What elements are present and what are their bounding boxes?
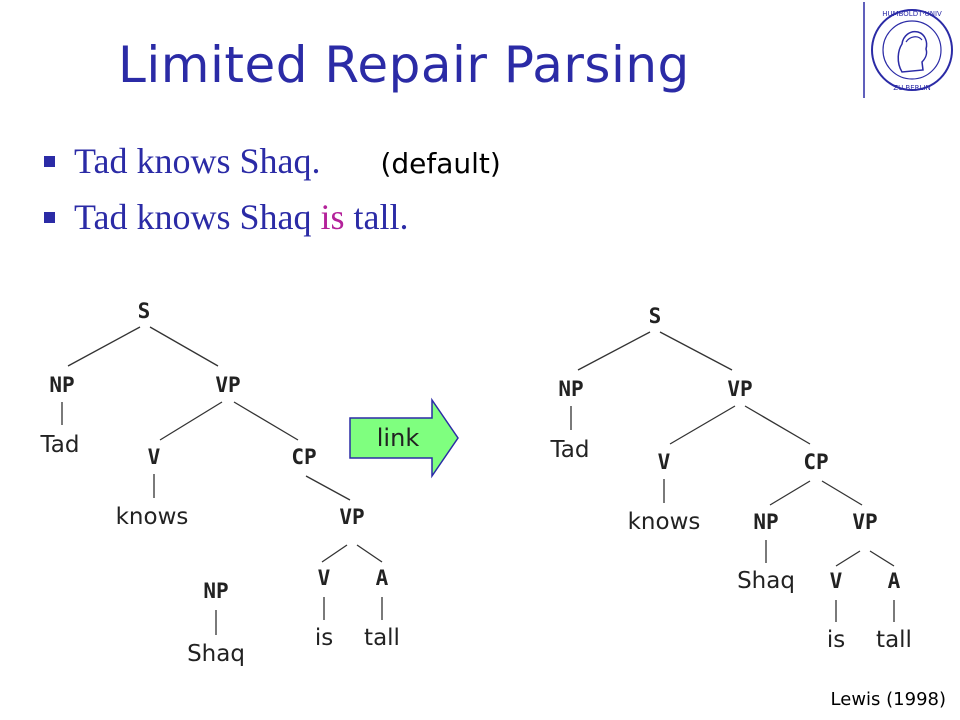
left-word-shaq: Shaq: [187, 641, 245, 667]
right-edge: [769, 480, 811, 506]
svg-text:ZU BERLIN: ZU BERLIN: [893, 84, 930, 92]
left-node-a: A: [376, 566, 389, 590]
left-parse-tree: S NP VP Tad V CP knows VP V A is tall NP…: [40, 299, 400, 667]
right-node-v: V: [658, 450, 671, 474]
right-node-vp2: VP: [852, 510, 877, 534]
left-node-np: NP: [49, 373, 74, 397]
right-word-knows: knows: [628, 509, 701, 535]
left-node-np-detached: NP: [203, 579, 228, 603]
left-node-vp: VP: [215, 373, 240, 397]
slide-title: Limited Repair Parsing: [118, 36, 690, 94]
left-edge: [321, 544, 348, 563]
right-node-a: A: [888, 569, 901, 593]
left-edge: [67, 326, 141, 367]
left-edge: [149, 326, 219, 367]
left-edge: [159, 401, 223, 441]
right-edge: [744, 405, 811, 445]
bullet-text: Tad knows Shaq is tall.: [74, 197, 409, 237]
bullet-note: (default): [380, 147, 501, 180]
left-word-is: is: [315, 625, 333, 651]
square-bullet-icon: [44, 212, 55, 223]
arrow-label: link: [377, 424, 420, 452]
left-node-cp: CP: [291, 445, 316, 469]
right-edge: [659, 331, 733, 371]
right-word-is: is: [827, 627, 845, 653]
left-node-vp2: VP: [339, 505, 364, 529]
arrow-right-icon: [349, 397, 459, 479]
right-node-v2: V: [830, 569, 843, 593]
link-arrow: link: [349, 397, 459, 479]
right-node-np2: NP: [753, 510, 778, 534]
right-parse-tree: S NP VP Tad V CP knows NP VP Shaq V A is…: [550, 304, 912, 653]
right-node-vp: VP: [727, 377, 752, 401]
left-word-tall: tall: [364, 625, 400, 651]
left-node-s: S: [138, 299, 151, 323]
right-edge: [669, 405, 736, 445]
university-seal-icon: HUMBOLDT·UNIV ZU BERLIN: [862, 2, 958, 98]
right-edge: [577, 331, 651, 371]
right-node-cp: CP: [803, 450, 828, 474]
left-edge: [356, 544, 383, 563]
square-bullet-icon: [44, 156, 55, 167]
left-edge: [233, 401, 299, 441]
right-node-s: S: [649, 304, 662, 328]
citation: Lewis (1998): [830, 689, 946, 710]
right-node-np: NP: [558, 377, 583, 401]
right-edge: [821, 480, 863, 506]
svg-text:HUMBOLDT·UNIV: HUMBOLDT·UNIV: [882, 10, 942, 18]
right-word-tad: Tad: [550, 437, 590, 463]
right-edge: [835, 550, 861, 567]
left-node-v: V: [148, 445, 161, 469]
right-word-shaq: Shaq: [737, 568, 795, 594]
left-word-tad: Tad: [40, 432, 80, 458]
highlighted-word: is: [320, 197, 345, 237]
bullet-text: Tad knows Shaq.(default): [74, 141, 501, 181]
left-node-v2: V: [318, 566, 331, 590]
left-edge: [305, 475, 351, 501]
left-word-knows: knows: [116, 504, 189, 530]
right-word-tall: tall: [876, 627, 912, 653]
right-edge: [869, 550, 895, 567]
